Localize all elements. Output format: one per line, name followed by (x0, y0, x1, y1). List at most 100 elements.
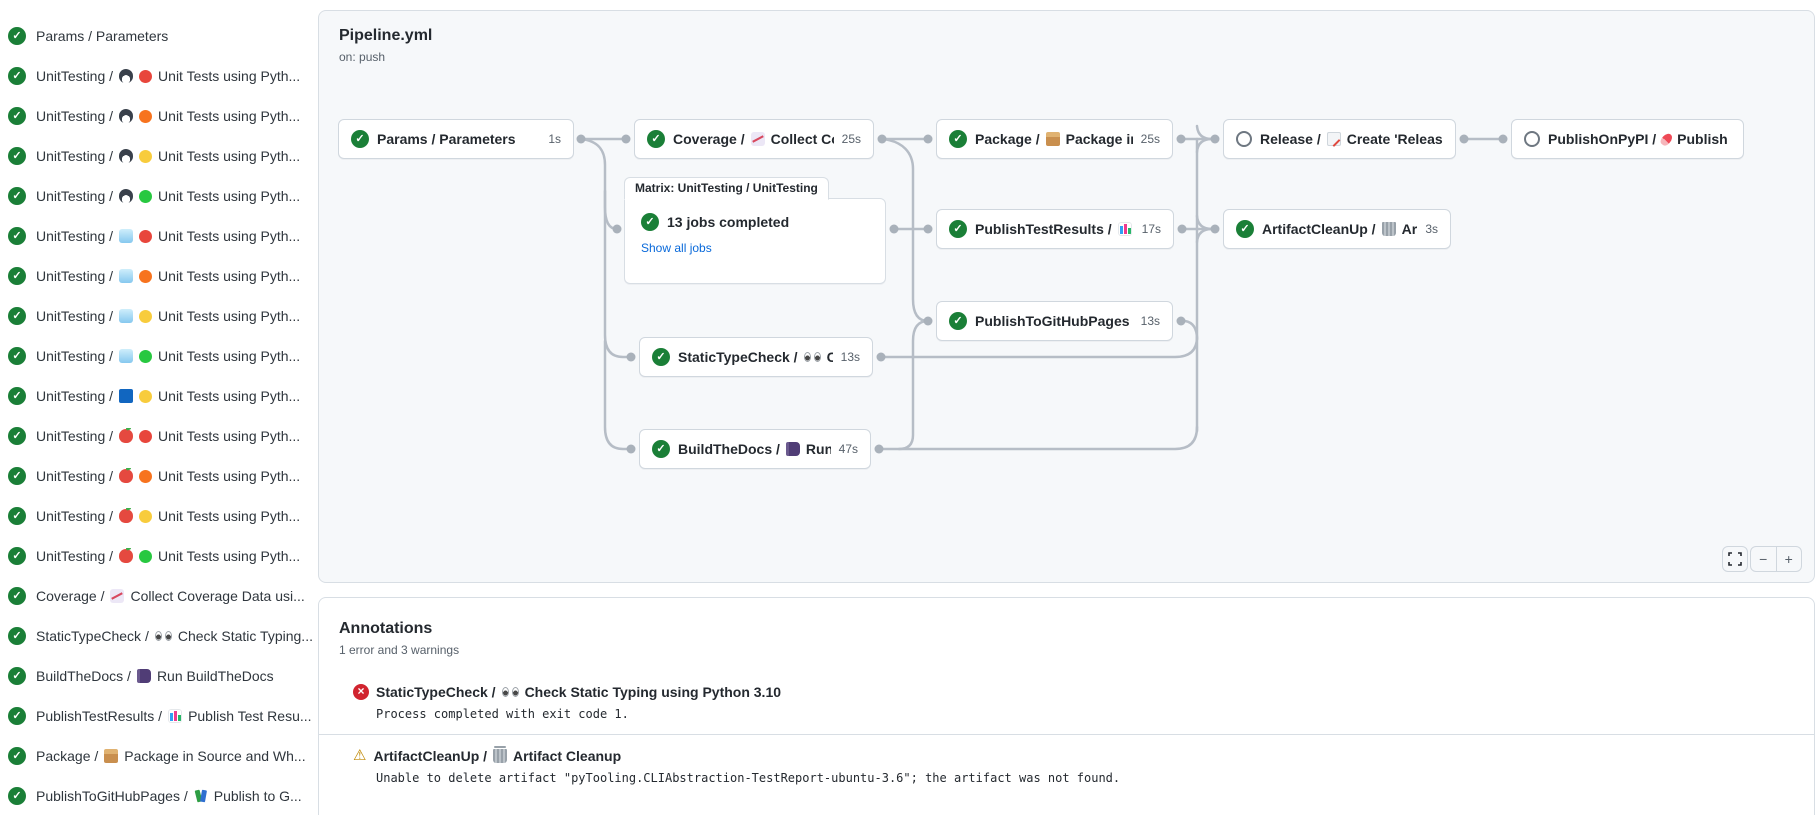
chart-up-icon (750, 132, 765, 146)
job-node-label: Package / Package in So... (975, 131, 1133, 147)
success-icon: ✓ (8, 227, 26, 245)
job-node-buildthedocs[interactable]: ✓BuildTheDocs / Run Buil...47s (639, 429, 871, 469)
job-item-label: BuildTheDocs / Run BuildTheDocs (36, 668, 274, 684)
show-all-jobs-link[interactable]: Show all jobs (641, 241, 712, 255)
memo-icon (1326, 132, 1341, 146)
trash-icon (493, 746, 508, 763)
workflow-job-item[interactable]: ✓UnitTesting / Unit Tests using Pyth... (0, 536, 318, 576)
penguin-icon (119, 189, 134, 203)
skipped-icon (1524, 131, 1540, 147)
job-node-artifactcleanup[interactable]: ✓ArtifactCleanUp / Artifac...3s (1223, 209, 1451, 249)
annotation-title: ArtifactCleanUp / Artifact Cleanup (373, 746, 622, 764)
job-node-package[interactable]: ✓Package / Package in So...25s (936, 119, 1173, 159)
workflow-job-item[interactable]: ✓UnitTesting / Unit Tests using Pyth... (0, 216, 318, 256)
matrix-summary: ✓ 13 jobs completed (641, 213, 869, 231)
job-node-statictypecheck[interactable]: ✓StaticTypeCheck / Chec...13s (639, 337, 873, 377)
red-dot-icon (139, 429, 153, 443)
job-item-label: UnitTesting / Unit Tests using Pyth... (36, 348, 301, 364)
workflow-job-item[interactable]: ✓UnitTesting / Unit Tests using Pyth... (0, 136, 318, 176)
workflow-job-item[interactable]: ✓ UnitTesting / Unit Tests using Pyth... (0, 296, 318, 336)
job-duration: 25s (1140, 132, 1160, 146)
matrix-group-tab: Matrix: UnitTesting / UnitTesting (624, 177, 829, 200)
annotations-list: ×StaticTypeCheck / Check Static Typing u… (319, 671, 1814, 798)
pipeline-graph-panel: Pipeline.yml on: push (318, 10, 1815, 583)
workflow-job-item[interactable]: ✓UnitTesting / Unit Tests using Pyth... (0, 256, 318, 296)
workflow-job-item[interactable]: ✓UnitTesting / Unit Tests using Pyth... (0, 176, 318, 216)
workflow-job-item[interactable]: ✓Params / Parameters (0, 16, 318, 56)
jobs-sidebar: ✓Params / Parameters✓UnitTesting / Unit … (0, 16, 318, 815)
annotations-header: Annotations 1 error and 3 warnings (319, 598, 1814, 671)
job-node-label: Params / Parameters (377, 131, 516, 147)
graph-header: Pipeline.yml on: push (339, 27, 432, 64)
skipped-icon (1236, 131, 1252, 147)
workflow-job-item[interactable]: ✓UnitTesting / Unit Tests using Pyth... (0, 416, 318, 456)
annotations-title: Annotations (339, 620, 433, 637)
annotation-message: Unable to delete artifact "pyTooling.CLI… (376, 771, 1121, 785)
job-item-label: PublishToGitHubPages / Publish to G... (36, 788, 302, 804)
success-icon: ✓ (8, 587, 26, 605)
matrix-summary-text: 13 jobs completed (667, 214, 790, 230)
job-duration: 3s (1425, 222, 1438, 236)
workflow-job-item[interactable]: ✓ UnitTesting / Unit Tests using Pyth... (0, 376, 318, 416)
job-item-label: UnitTesting / Unit Tests using Pyth... (36, 148, 301, 164)
workflow-job-item[interactable]: ✓PublishTestResults / Publish Test Resu.… (0, 696, 318, 736)
apple-icon (119, 549, 134, 563)
workflow-job-item[interactable]: ✓PublishToGitHubPages / Publish to G... (0, 776, 318, 815)
success-icon: ✓ (8, 187, 26, 205)
success-icon: ✓ (8, 467, 26, 485)
yellow-dot-icon (139, 149, 153, 163)
job-duration: 47s (838, 442, 858, 456)
fullscreen-button[interactable] (1722, 546, 1748, 572)
eyes-icon (803, 350, 821, 364)
annotations-summary: 1 error and 3 warnings (339, 643, 460, 657)
job-node-publishtogithubpages[interactable]: ✓PublishToGitHubPages / ...13s (936, 301, 1173, 341)
ice-cube-icon (119, 269, 134, 283)
workflow-job-item[interactable]: ✓UnitTesting / Unit Tests using Pyth... (0, 496, 318, 536)
workflow-job-item[interactable]: ✓UnitTesting / Unit Tests using Pyth... (0, 56, 318, 96)
job-node-label: PublishOnPyPI / Publish to ... (1548, 131, 1731, 147)
success-icon: ✓ (8, 107, 26, 125)
job-node-publishtestresults[interactable]: ✓PublishTestResults / Pu...17s (936, 209, 1174, 249)
ice-cube-icon (119, 309, 134, 323)
job-duration: 13s (1140, 314, 1160, 328)
orange-dot-icon (139, 109, 153, 123)
job-duration: 13s (840, 350, 860, 364)
success-icon: ✓ (8, 27, 26, 45)
workflow-job-item[interactable]: ✓Package / Package in Source and Wh... (0, 736, 318, 776)
job-node-release[interactable]: Release / Create 'Release P... (1223, 119, 1456, 159)
trash-icon (1381, 222, 1396, 236)
zoom-in-button[interactable]: + (1784, 551, 1793, 567)
job-item-label: UnitTesting / Unit Tests using Pyth... (36, 108, 301, 124)
job-node-coverage[interactable]: ✓Coverage / Collect Cove...25s (634, 119, 874, 159)
chart-up-icon (110, 589, 125, 603)
success-icon: ✓ (8, 387, 26, 405)
annotation-error-row[interactable]: ×StaticTypeCheck / Check Static Typing u… (319, 671, 1814, 734)
success-icon: ✓ (351, 130, 369, 148)
matrix-group-card[interactable]: ✓ 13 jobs completed Show all jobs (624, 198, 886, 284)
workflow-job-item[interactable]: ✓ UnitTesting / Unit Tests using Pyth... (0, 96, 318, 136)
annotation-title: StaticTypeCheck / Check Static Typing us… (376, 684, 782, 700)
job-item-label: UnitTesting / Unit Tests using Pyth... (36, 388, 301, 404)
job-item-label: Package / Package in Source and Wh... (36, 748, 306, 764)
job-node-label: PublishToGitHubPages / ... (975, 313, 1133, 329)
job-node-publishonpypi[interactable]: PublishOnPyPI / Publish to ... (1511, 119, 1744, 159)
success-icon: ✓ (8, 707, 26, 725)
job-item-label: UnitTesting / Unit Tests using Pyth... (36, 308, 301, 324)
zoom-out-button[interactable]: − (1751, 547, 1777, 571)
success-icon: ✓ (641, 213, 659, 231)
workflow-job-item[interactable]: ✓UnitTesting / Unit Tests using Pyth... (0, 336, 318, 376)
success-icon: ✓ (8, 307, 26, 325)
apple-icon (119, 509, 134, 523)
success-icon: ✓ (949, 220, 967, 238)
penguin-icon (119, 69, 134, 83)
success-icon: ✓ (1236, 220, 1254, 238)
workflow-job-item[interactable]: ✓Coverage / Collect Coverage Data usi... (0, 576, 318, 616)
warning-icon: ⚠ (353, 747, 367, 764)
workflow-job-item[interactable]: ✓BuildTheDocs / Run BuildTheDocs (0, 656, 318, 696)
workflow-job-item[interactable]: ✓UnitTesting / Unit Tests using Pyth... (0, 456, 318, 496)
success-icon: ✓ (8, 547, 26, 565)
orange-dot-icon (139, 469, 153, 483)
workflow-job-item[interactable]: ✓StaticTypeCheck / Check Static Typing..… (0, 616, 318, 656)
